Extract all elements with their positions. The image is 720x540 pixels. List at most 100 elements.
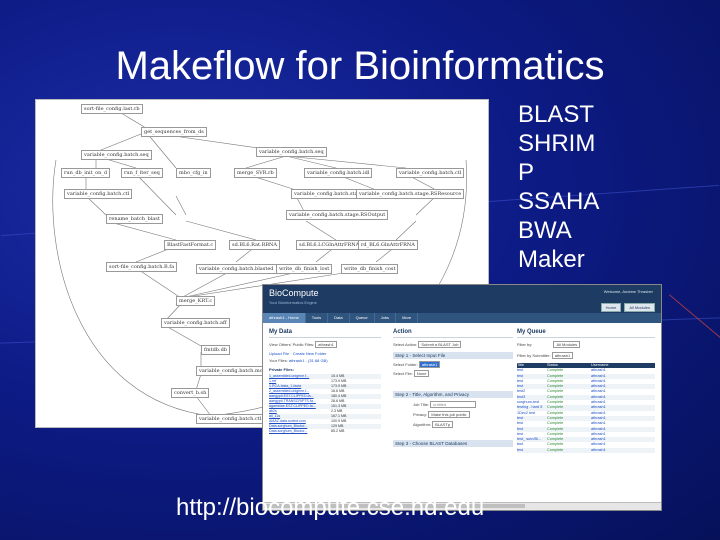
select-file-dropdown[interactable]: None xyxy=(413,370,430,377)
job-user[interactable]: athrash1 xyxy=(591,421,606,426)
job-title[interactable]: test xyxy=(517,373,524,378)
select-action-dropdown[interactable]: Submit a BLAST Job xyxy=(418,341,462,348)
job-title[interactable]: test xyxy=(517,378,524,383)
job-title[interactable]: test_ sum/Bl... xyxy=(517,437,542,442)
file-row[interactable]: 2_assembled.unigene.f...16.6 MB xyxy=(269,389,381,394)
upload-file-link[interactable]: Upload File xyxy=(269,351,290,356)
job-title[interactable]: sorghum-test xyxy=(517,400,540,405)
job-title[interactable]: test xyxy=(517,368,524,373)
job-user[interactable]: athrash1 xyxy=(591,368,606,373)
job-title[interactable]: test xyxy=(517,415,524,420)
job-user[interactable]: athrash1 xyxy=(591,410,606,415)
file-name[interactable]: 1_assembled.unigene.f... xyxy=(269,374,310,378)
col-username[interactable]: Username xyxy=(591,363,609,367)
file-row[interactable]: Data.sorghum_Bicolor...129 MB xyxy=(269,424,381,429)
file-row[interactable]: Data.sorghum_Bicolor...85.2 MB xyxy=(269,429,381,434)
biocompute-url[interactable]: http://biocompute.cse.nd.edu xyxy=(176,494,485,521)
job-user[interactable]: athrash1 xyxy=(591,373,606,378)
nav-queue[interactable]: Queue xyxy=(350,313,375,323)
job-title[interactable]: test xyxy=(517,421,524,426)
file-name[interactable]: agambiae.EST.CLIPPED.fa... xyxy=(269,404,316,408)
job-title-input[interactable]: untitled xyxy=(430,401,477,408)
job-title[interactable]: test xyxy=(517,442,524,447)
privacy-select[interactable]: Make this job public xyxy=(428,411,470,418)
job-status: Complete xyxy=(547,389,564,394)
job-user[interactable]: athrash1 xyxy=(591,431,606,436)
file-row[interactable]: aaegypti.EST.CLIPPED.fa...180.4 MB xyxy=(269,394,381,399)
queue-row[interactable]: test2 Complete athrash1 xyxy=(517,389,655,394)
job-user[interactable]: athrash1 xyxy=(591,384,606,389)
nav-jobs[interactable]: Jobs xyxy=(375,313,397,323)
job-user[interactable]: athrash1 xyxy=(591,426,606,431)
file-name[interactable]: 2_assembled.unigene.f... xyxy=(269,389,310,393)
job-user[interactable]: athrash1 xyxy=(591,400,606,405)
file-name[interactable]: 1.ref xyxy=(269,379,277,383)
col-status[interactable]: Status xyxy=(547,363,558,367)
job-title[interactable]: test xyxy=(517,431,524,436)
job-title[interactable]: 1Dec2 test xyxy=(517,410,536,415)
submitter-select[interactable]: athrash1 xyxy=(551,352,574,359)
job-title[interactable]: testing - hard 5 xyxy=(517,405,543,410)
nav-data[interactable]: Data xyxy=(328,313,350,323)
job-title[interactable]: test xyxy=(517,447,524,452)
file-row[interactable]: aaegypti.TRANSCRIPTS.fa...28.6 MB xyxy=(269,399,381,404)
scrollbar-thumb[interactable] xyxy=(265,504,525,508)
file-name[interactable]: aaegypti.TRANSCRIPTS.fa... xyxy=(269,399,316,403)
file-name[interactable]: ab2s xyxy=(269,409,277,413)
horizontal-scrollbar[interactable] xyxy=(263,502,661,510)
job-user[interactable]: athrash1 xyxy=(591,442,606,447)
algorithm-select[interactable]: BLASTp xyxy=(432,421,454,428)
job-user[interactable]: athrash1 xyxy=(591,394,606,399)
filter-select[interactable]: All Modules xyxy=(553,341,581,348)
create-folder-link[interactable]: Create New Folder xyxy=(292,351,327,356)
job-title[interactable]: test xyxy=(517,426,524,431)
file-name[interactable]: aaegypti.EST.CLIPPED.fa... xyxy=(269,394,314,398)
job-user[interactable]: athrash1 xyxy=(591,378,606,383)
job-user[interactable]: athrash1 xyxy=(591,447,606,452)
file-name[interactable]: Data.sorghum_Bicolor... xyxy=(269,424,308,428)
view-files-select[interactable]: athrash1 xyxy=(315,341,337,348)
file-row[interactable]: 1_assembled.unigene.f...15.4 MB xyxy=(269,374,381,379)
job-title[interactable]: test xyxy=(517,384,524,389)
file-name[interactable]: AMAZ.data.sorted.com xyxy=(269,419,306,423)
job-user[interactable]: athrash1 xyxy=(591,389,606,394)
queue-row[interactable]: test Complete athrash1 xyxy=(517,447,655,454)
select-folder-dropdown[interactable]: athrash1 xyxy=(418,361,441,368)
nav-tools[interactable]: Tools xyxy=(306,313,329,323)
all-modules-button[interactable]: All Modules xyxy=(624,303,655,312)
job-user[interactable]: athrash1 xyxy=(591,415,606,420)
col-title[interactable]: Title xyxy=(517,363,525,367)
home-button[interactable]: Home xyxy=(600,303,622,312)
file-name[interactable]: 1.RCA.fasta_1.fasta xyxy=(269,384,302,388)
job-user[interactable]: athrash1 xyxy=(591,437,606,442)
nav-home[interactable]: athrash1 - Home xyxy=(263,313,306,323)
job-title[interactable]: test3 xyxy=(517,394,526,399)
job-user[interactable]: athrash1 xyxy=(591,405,606,410)
file-row[interactable]: agambiae.EST.CLIPPED.fa...151.3 MB xyxy=(269,404,381,409)
file-name[interactable]: all_11s xyxy=(269,414,281,418)
job-status: Complete xyxy=(547,447,564,452)
files-path[interactable]: athrash1 - (31.68 GB) xyxy=(288,358,328,363)
nav-more[interactable]: More xyxy=(396,313,419,323)
job-title[interactable]: test2 xyxy=(517,389,526,394)
file-name[interactable]: Data.sorghum_Bicolor... xyxy=(269,429,308,433)
